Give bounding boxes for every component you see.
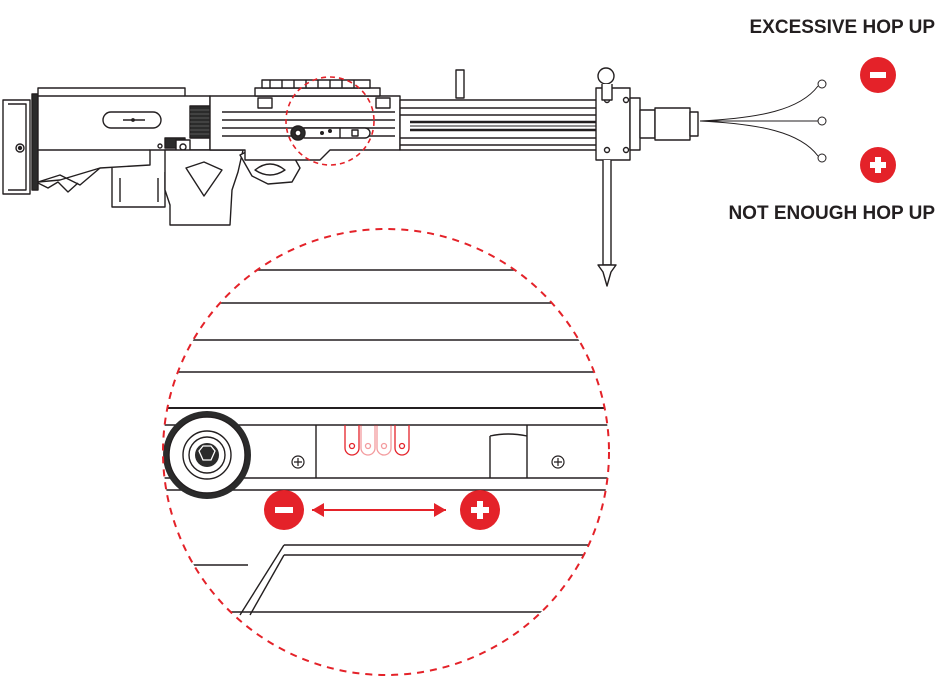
trajectory-point-low: [817, 153, 827, 163]
upper-receiver: [209, 79, 401, 161]
not-enough-hop-up-label: NOT ENOUGH HOP UP: [728, 203, 935, 224]
excessive-hop-up-label: EXCESSIVE HOP UP: [750, 17, 936, 38]
adjustment-direction-arrow: [312, 503, 446, 517]
barrel-shroud: [399, 69, 631, 161]
muzzle: [629, 97, 699, 151]
receiver: [37, 87, 213, 193]
screw-left: [291, 455, 305, 469]
trajectory-point-mid: [817, 116, 827, 126]
pistol-grip: [164, 149, 301, 226]
minus-badge-detail: [264, 490, 304, 530]
magnified-detail-circle: [162, 228, 610, 676]
trajectory-point-high: [817, 79, 827, 89]
hop-up-detent-notches: [344, 425, 410, 456]
hop-up-adjustment-wheel: [163, 411, 251, 499]
bipod: [597, 67, 617, 287]
buttstock: [2, 93, 39, 195]
plus-badge-bottom: [860, 147, 896, 183]
detail-callout-circle: [285, 76, 375, 166]
minus-badge-top: [860, 57, 896, 93]
rifle-side-view: [2, 67, 699, 287]
magnified-detail: [163, 229, 609, 675]
plus-badge-detail: [460, 490, 500, 530]
trajectory-lines: [699, 85, 819, 157]
screw-right: [551, 455, 565, 469]
